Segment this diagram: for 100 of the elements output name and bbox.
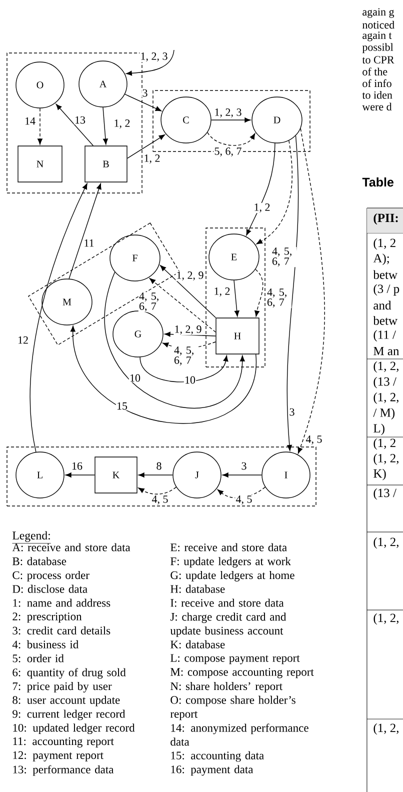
- table-text: A);: [373, 254, 389, 265]
- edge-label: 8: [156, 462, 162, 470]
- legend-entry: L: compose payment report: [170, 654, 300, 664]
- arrow: [222, 472, 262, 478]
- legend-entry: 6: quantity of drug sold: [12, 668, 126, 679]
- arrow: [138, 486, 176, 494]
- legend-entry: K: database: [170, 640, 225, 648]
- legend-entry: 15: accounting data: [171, 751, 264, 762]
- legend-entry: 3: credit card details: [12, 626, 110, 635]
- arrow: [104, 272, 245, 408]
- arrow: [207, 132, 256, 146]
- legend-entry: 13: performance data: [13, 765, 114, 776]
- body-text: possibl: [362, 43, 394, 54]
- arrow: [160, 265, 216, 318]
- data-store-box: B: [84, 146, 128, 182]
- edge-label: 5, 6, 7: [214, 146, 242, 158]
- edge-label: 1, 2: [143, 154, 161, 164]
- table-text: K): [374, 468, 386, 480]
- legend-entry: O: compose share holder’s report: [170, 696, 296, 720]
- table-text: (11 /: [374, 330, 396, 342]
- edge-label: 4, 5, 6, 7: [173, 346, 199, 366]
- legend-entry: 2: prescription: [12, 612, 82, 623]
- edge-label: 10: [184, 376, 196, 384]
- legend-entry: 16: payment data: [171, 765, 254, 776]
- data-store-box: K: [94, 456, 138, 494]
- table-heading: Table: [362, 177, 394, 187]
- arrow: [56, 104, 94, 146]
- edge-label: 3: [240, 462, 248, 470]
- legend-entry: A: receive and store data: [12, 543, 130, 552]
- edge-label: 1, 2, 3: [140, 52, 168, 62]
- arrow: [286, 135, 299, 451]
- arrow: [234, 280, 240, 317]
- edge-label: 4, 5, 6, 7: [266, 288, 292, 308]
- arrow: [127, 134, 165, 159]
- arrow: [246, 142, 276, 236]
- table-text: betw: [373, 316, 398, 325]
- legend-heading: Legend:: [12, 531, 52, 544]
- arrow: [68, 183, 102, 280]
- arrow: [149, 278, 216, 332]
- legend-entry: G: update ledgers at home: [170, 571, 294, 582]
- arrow: [70, 326, 256, 424]
- legend-entry: M: compose accounting report: [170, 668, 314, 678]
- edge-label: 4, 5: [151, 494, 169, 506]
- body-text: again g: [362, 8, 394, 18]
- edge-label: 12: [16, 336, 30, 344]
- body-text: to iden: [362, 91, 392, 99]
- arrow: [102, 107, 108, 145]
- data-store-box: H: [216, 318, 260, 354]
- legend-entry: E: receive and store data: [170, 543, 287, 552]
- legend-entry: F: update ledgers at work: [170, 557, 291, 568]
- edge-label: 1, 2, 9: [176, 270, 204, 282]
- edge-label: 1, 2: [213, 286, 231, 298]
- edge-label: 4, 5: [235, 494, 253, 506]
- arrow: [298, 128, 325, 454]
- table-text: (3 / p: [374, 284, 400, 296]
- edge-label: 15: [116, 402, 128, 410]
- arrow: [254, 269, 264, 317]
- table-text: (1, 2: [374, 438, 396, 450]
- legend-entry: 14: anonymized performance data: [170, 724, 308, 746]
- arrow: [65, 472, 95, 478]
- arrow: [124, 94, 162, 112]
- table-text: and: [374, 300, 392, 310]
- legend-entry: C: process order: [12, 571, 90, 582]
- table-text: (1, 2,: [374, 454, 398, 465]
- edge-label: 4, 5, 6, 7: [271, 246, 297, 268]
- legend-entry: 5: order id: [12, 654, 64, 662]
- edge-label: 11: [83, 238, 95, 248]
- group-boundary: [206, 228, 266, 368]
- legend-entry: 8: user account update: [12, 696, 120, 706]
- edge-label: 1, 2: [113, 118, 131, 130]
- group-boundary: [6, 52, 142, 194]
- arrow: [256, 140, 292, 244]
- edge-label: 4, 5: [305, 434, 323, 446]
- table-text: (1, 2,: [374, 613, 398, 625]
- body-text: of info: [362, 79, 392, 88]
- edge-label: 4, 5, 6, 7: [138, 292, 164, 312]
- legend-entry: I: receive and store data: [170, 598, 284, 607]
- table-header: (PII:: [366, 208, 403, 233]
- legend-entry: N: share holders’ report: [170, 682, 283, 692]
- edge-label: 10: [128, 374, 142, 382]
- table-text: (13 /: [374, 488, 396, 500]
- edge-label: 1, 2, 3: [214, 108, 242, 118]
- edge-label: 3: [142, 88, 148, 98]
- table-text: M an: [374, 346, 400, 356]
- group-boundary: [6, 446, 316, 506]
- table-text: (1, 2,: [374, 361, 398, 373]
- edge-label: 1, 2: [253, 202, 271, 214]
- table-text: L): [374, 424, 384, 436]
- legend-entry: B: database: [12, 557, 66, 566]
- edge-label: 13: [74, 116, 86, 124]
- legend-entry: 12: payment report: [13, 751, 104, 762]
- edge-label: 1, 2, 9: [174, 324, 202, 336]
- arrow: [126, 50, 174, 76]
- edge-label: 3: [288, 408, 296, 416]
- table-text: (1, 2,: [374, 392, 398, 404]
- legend-entry: 10: updated ledger record: [13, 724, 135, 734]
- legend-entry: 4: business id: [12, 640, 78, 648]
- table-text: (1, 2,: [374, 723, 398, 735]
- legend-entry: H: database: [170, 584, 225, 593]
- body-text: noticed: [362, 20, 394, 29]
